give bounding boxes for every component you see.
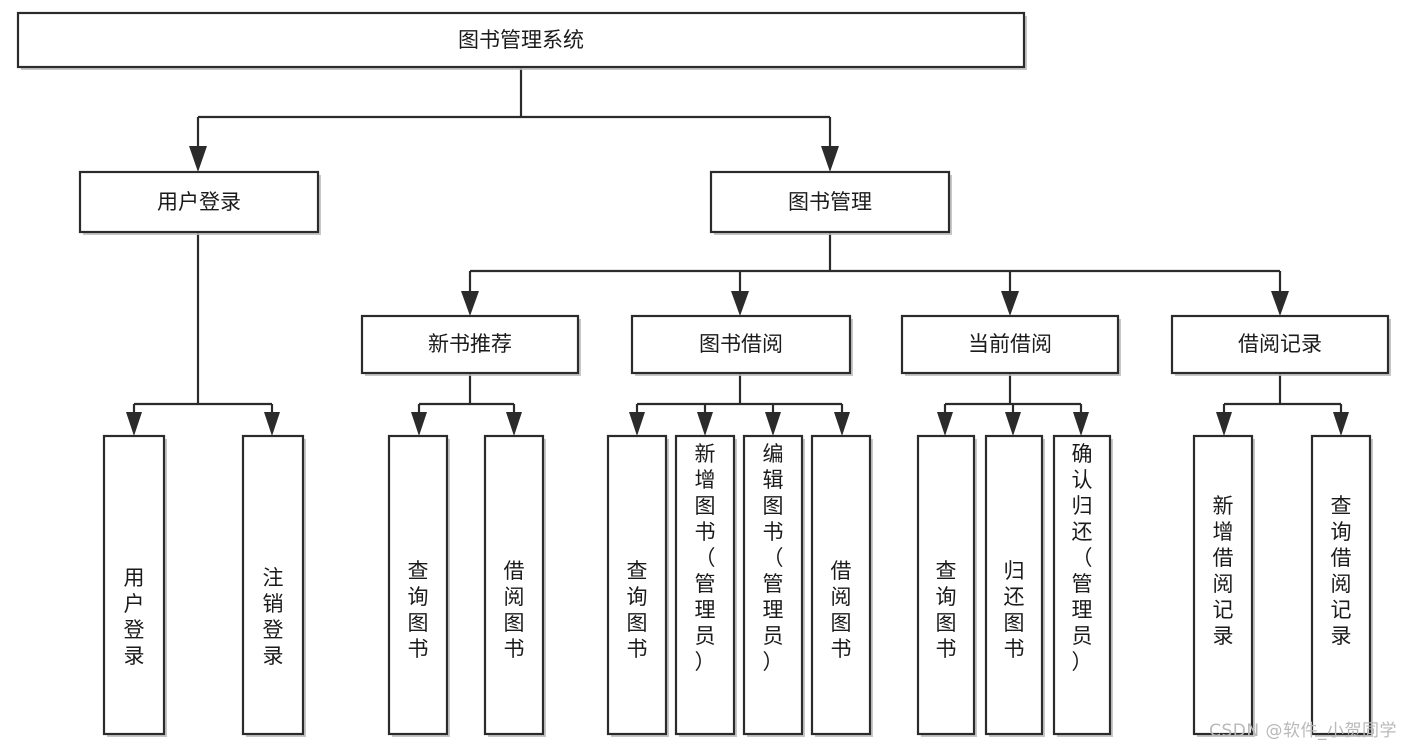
- node-root-label: 图书管理系统: [458, 28, 584, 52]
- node-book-borrow-box[interactable]: [630, 314, 852, 375]
- arrowhead-leaf-user-login: [126, 412, 142, 436]
- arrowhead-book-manage: [821, 146, 839, 172]
- node-borrow-record-label: 借阅记录: [1238, 332, 1322, 356]
- arrowhead-leaf-add-book: [697, 412, 713, 436]
- node-new-book-rec[interactable]: 新书推荐: [360, 314, 581, 376]
- arrowhead-leaf-confirm-return: [1073, 412, 1089, 436]
- node-leaf-query-book-2-label: 查询图书: [627, 559, 648, 661]
- node-leaf-logout[interactable]: 注销登录: [241, 434, 306, 737]
- node-leaf-user-login[interactable]: 用户登录: [102, 434, 167, 737]
- node-leaf-add-record-box[interactable]: [1192, 434, 1254, 736]
- node-book-manage[interactable]: 图书管理: [709, 170, 952, 235]
- node-leaf-query-book-1[interactable]: 查询图书: [387, 434, 450, 737]
- csdn-watermark: CSDN @软件_小贺同学: [1209, 721, 1397, 741]
- node-borrow-record-box[interactable]: [1170, 314, 1390, 375]
- node-leaf-query-book-3-box[interactable]: [916, 434, 976, 736]
- node-current-borrow-label: 当前借阅: [968, 332, 1052, 356]
- node-new-book-rec-label: 新书推荐: [428, 332, 512, 356]
- node-leaf-query-record[interactable]: 查询借阅记录: [1310, 434, 1373, 737]
- node-leaf-logout-box[interactable]: [241, 434, 305, 736]
- node-current-borrow-box[interactable]: [900, 314, 1120, 375]
- node-leaf-query-book-3[interactable]: 查询图书: [916, 434, 977, 737]
- arrowhead-leaf-query-book-1: [411, 412, 427, 436]
- node-leaf-borrow-book-1[interactable]: 借阅图书: [483, 434, 546, 737]
- node-book-manage-label: 图书管理: [788, 190, 872, 214]
- node-leaf-borrow-book-2-label: 借阅图书: [831, 559, 852, 661]
- node-leaf-borrow-book-2[interactable]: 借阅图书: [810, 434, 873, 737]
- node-leaf-add-book[interactable]: 新增图书（管理员）: [674, 434, 737, 737]
- node-leaf-return-book-box[interactable]: [984, 434, 1044, 736]
- node-leaf-borrow-book-2-box[interactable]: [810, 434, 872, 736]
- node-root[interactable]: 图书管理系统: [16, 11, 1027, 70]
- node-leaf-add-record[interactable]: 新增借阅记录: [1192, 434, 1255, 737]
- node-leaf-query-record-box[interactable]: [1310, 434, 1372, 736]
- arrowhead-leaf-query-record: [1333, 412, 1349, 436]
- node-leaf-add-record-label: 新增借阅记录: [1213, 494, 1234, 648]
- node-leaf-borrow-book-1-label: 借阅图书: [504, 559, 525, 661]
- arrowhead-user-login: [189, 146, 207, 172]
- node-user-login-label: 用户登录: [157, 190, 241, 214]
- node-user-login[interactable]: 用户登录: [78, 170, 321, 235]
- arrowhead-leaf-edit-book: [765, 412, 781, 436]
- node-leaf-query-book-2-box[interactable]: [606, 434, 668, 736]
- node-leaf-return-book[interactable]: 归还图书: [984, 434, 1045, 737]
- node-leaf-query-book-2[interactable]: 查询图书: [606, 434, 669, 737]
- node-book-borrow[interactable]: 图书借阅: [630, 314, 853, 376]
- arrowhead-leaf-borrow-book-2: [834, 412, 850, 436]
- node-leaf-borrow-book-1-box[interactable]: [483, 434, 545, 736]
- node-leaf-confirm-return[interactable]: 确认归还（管理员）: [1052, 434, 1113, 737]
- node-borrow-record[interactable]: 借阅记录: [1170, 314, 1391, 376]
- arrowhead-leaf-query-book-2: [629, 412, 645, 436]
- node-user-login-box[interactable]: [78, 170, 320, 234]
- node-leaf-user-login-label: 用户登录: [124, 566, 145, 668]
- node-leaf-add-book-label: 新增图书（管理员）: [695, 442, 716, 674]
- arrowhead-new-book-rec: [461, 291, 479, 316]
- node-leaf-logout-label: 注销登录: [263, 566, 284, 668]
- arrowhead-leaf-query-book-3: [937, 412, 953, 436]
- arrowhead-leaf-logout: [264, 412, 280, 436]
- arrowhead-current-borrow: [1001, 291, 1019, 316]
- node-leaf-confirm-return-label: 确认归还（管理员）: [1072, 442, 1093, 674]
- node-leaf-edit-book-label: 编辑图书（管理员）: [763, 442, 784, 674]
- node-book-manage-box[interactable]: [709, 170, 951, 234]
- node-leaf-query-book-3-label: 查询图书: [936, 559, 957, 661]
- node-new-book-rec-box[interactable]: [360, 314, 580, 375]
- arrowhead-leaf-borrow-book-1: [506, 412, 522, 436]
- node-leaf-query-book-1-box[interactable]: [387, 434, 449, 736]
- node-leaf-query-record-label: 查询借阅记录: [1331, 494, 1352, 648]
- node-leaf-edit-book[interactable]: 编辑图书（管理员）: [742, 434, 805, 737]
- node-current-borrow[interactable]: 当前借阅: [900, 314, 1121, 376]
- node-leaf-return-book-label: 归还图书: [1004, 559, 1025, 661]
- connector-layer: [126, 67, 1349, 436]
- node-root-box[interactable]: [16, 11, 1026, 69]
- arrowhead-leaf-return-book: [1005, 412, 1021, 436]
- node-leaf-confirm-return-box[interactable]: [1052, 434, 1112, 736]
- arrowhead-book-borrow: [731, 291, 749, 316]
- node-leaf-query-book-1-label: 查询图书: [408, 559, 429, 661]
- node-book-borrow-label: 图书借阅: [699, 332, 783, 356]
- node-leaf-edit-book-box[interactable]: [742, 434, 804, 736]
- arrowhead-leaf-add-record: [1216, 412, 1232, 436]
- node-leaf-user-login-box[interactable]: [102, 434, 166, 736]
- arrowhead-borrow-record: [1271, 291, 1289, 316]
- node-leaf-add-book-box[interactable]: [674, 434, 736, 736]
